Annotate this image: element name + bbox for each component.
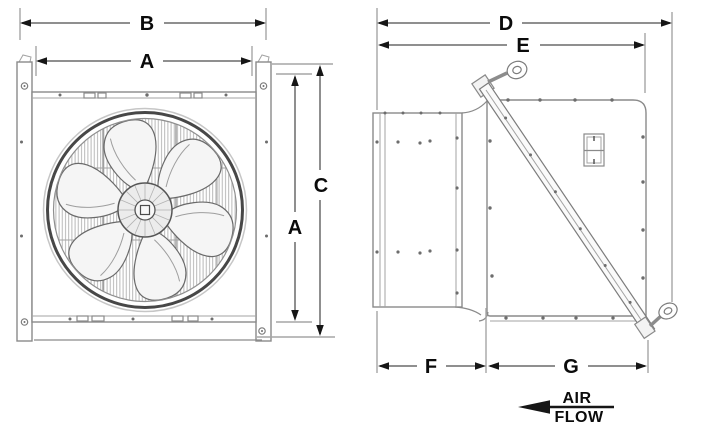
dim-label-c: C	[314, 175, 328, 197]
arrowhead-left-icon	[36, 57, 47, 65]
air-flow-word-2: FLOW	[554, 409, 603, 426]
dim-label-b: B	[140, 13, 154, 35]
air-flow-arrow-icon	[518, 400, 550, 414]
venturi-outer-ring	[42, 107, 248, 313]
arrowhead-left-icon	[378, 362, 389, 370]
support-brace	[471, 60, 678, 340]
arrowhead-left-icon	[20, 19, 31, 27]
switch-box	[583, 133, 605, 167]
venturi-ring	[46, 111, 244, 309]
dimension-f: F	[376, 308, 487, 378]
arrowhead-up-icon	[316, 65, 324, 76]
fan-propeller	[49, 115, 241, 305]
dimension-e: E	[378, 33, 646, 93]
arrowhead-up-icon	[291, 75, 299, 86]
arrowhead-right-icon	[475, 362, 486, 370]
dim-label-a-side: A	[288, 217, 302, 239]
panel-section-side	[372, 100, 488, 316]
dim-label-f: F	[425, 356, 437, 378]
dim-label-e: E	[516, 35, 529, 57]
dimension-a-vertical: A	[276, 73, 312, 323]
arrowhead-left-icon	[377, 19, 388, 27]
dimension-c: C	[257, 63, 335, 338]
panel-screws	[58, 93, 228, 321]
arrowhead-right-icon	[636, 362, 647, 370]
mounting-flange-left	[16, 54, 33, 342]
mounting-flange-right	[255, 54, 272, 342]
dimension-g: G	[488, 340, 649, 378]
flange-tab-icon	[18, 54, 32, 63]
venturi-inner-ring	[52, 117, 238, 303]
housing-foot-line	[478, 311, 489, 322]
dim-label-a-top: A	[140, 51, 154, 73]
arrowhead-right-icon	[255, 19, 266, 27]
arrowhead-left-icon	[378, 41, 389, 49]
side-view: D E F G AIR	[372, 8, 678, 426]
arrowhead-right-icon	[634, 41, 645, 49]
arrowhead-right-icon	[241, 57, 252, 65]
dim-label-d: D	[499, 13, 513, 35]
eye-bolt-bottom-icon	[648, 302, 678, 328]
brace-rivets	[504, 116, 632, 304]
dimension-b: B	[19, 8, 267, 40]
front-view: B A C A	[16, 8, 335, 342]
panel-slots	[76, 92, 203, 322]
bottom-transition-line	[454, 306, 482, 316]
housing-screws	[488, 98, 645, 320]
arrowhead-right-icon	[661, 19, 672, 27]
flange-tab-icon	[257, 54, 270, 63]
top-transition-line	[461, 100, 488, 114]
arrowhead-down-icon	[291, 310, 299, 321]
arrowhead-down-icon	[316, 325, 324, 336]
dimension-a-top: A	[35, 46, 253, 76]
air-flow-annotation: AIR FLOW	[518, 390, 614, 426]
panel-screws	[375, 111, 459, 295]
arrowhead-left-icon	[488, 362, 499, 370]
eye-bolt-top-icon	[487, 60, 528, 84]
dim-label-g: G	[563, 356, 579, 378]
air-flow-word-1: AIR	[562, 390, 591, 407]
fan-hub	[117, 182, 173, 238]
dimension-d: D	[376, 8, 673, 302]
